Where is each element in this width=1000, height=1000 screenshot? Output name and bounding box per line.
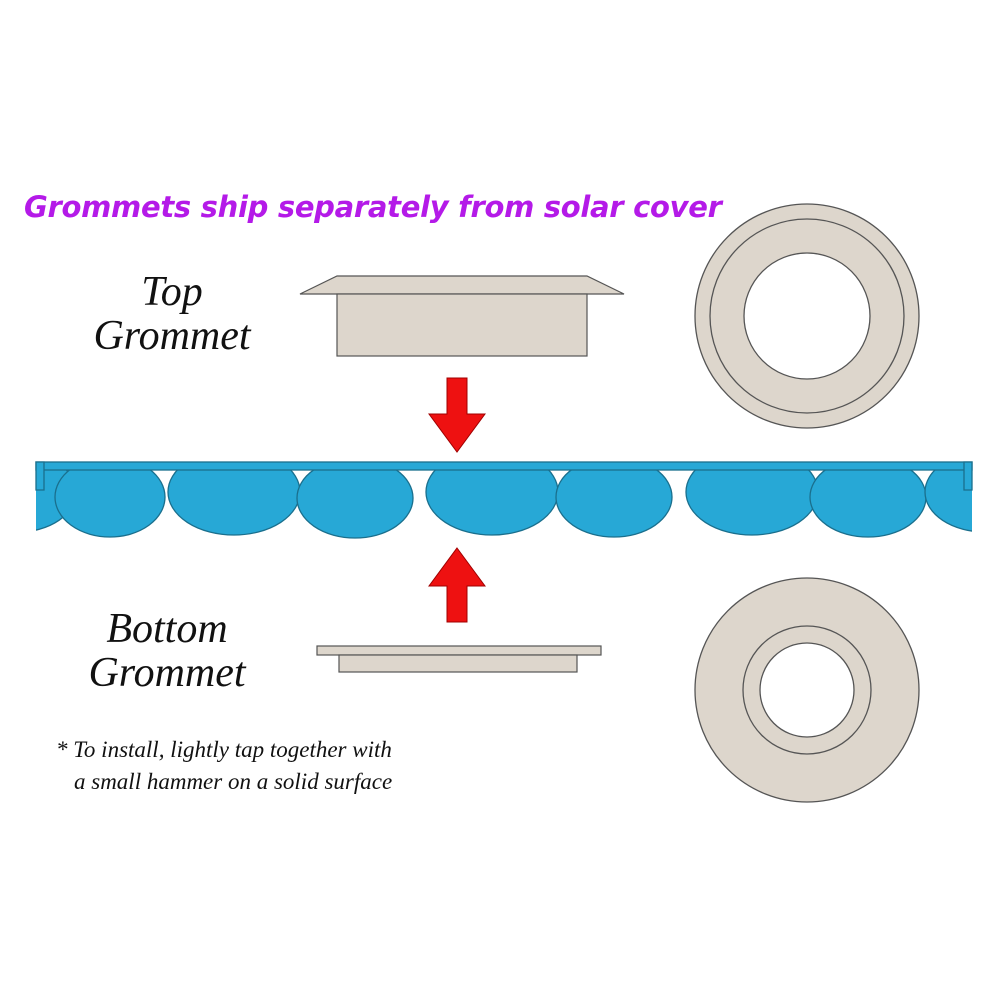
bottom-grommet-ring-view	[694, 577, 920, 803]
arrow-up-icon	[428, 547, 486, 623]
arrow-down-icon	[428, 377, 486, 453]
banner-title: Grommets ship separately from solar cove…	[24, 190, 722, 224]
top-grommet-body	[336, 293, 588, 357]
bottom-grommet-hole	[759, 642, 855, 738]
cover-bubble	[555, 468, 673, 538]
bottom-grommet-label-line2: Grommet	[88, 650, 246, 696]
top-grommet-side-view	[299, 275, 625, 357]
bottom-grommet-side-view	[316, 645, 602, 673]
cover-top-sheet	[35, 461, 973, 471]
top-grommet-ring-view	[694, 203, 920, 429]
top-grommet-flange	[299, 275, 625, 295]
top-grommet-hole	[743, 252, 871, 380]
cover-bubble	[54, 468, 166, 538]
top-grommet-label: Top Grommet	[72, 270, 272, 358]
bottom-grommet-inner-ring-edge	[742, 625, 872, 755]
cover-right-edge	[963, 461, 973, 491]
install-note-line2: a small hammer on a solid surface	[74, 769, 393, 794]
cover-bubble	[296, 468, 414, 539]
top-grommet-label-line2: Grommet	[93, 313, 251, 359]
bottom-grommet-label-line1: Bottom	[106, 606, 228, 652]
top-grommet-label-line1: Top	[141, 269, 203, 315]
top-grommet-inner-ring-edge	[709, 218, 905, 414]
bottom-grommet-body	[338, 654, 578, 673]
install-note-line1: * To install, lightly tap together with	[56, 737, 392, 762]
cover-bubble	[924, 468, 972, 532]
bottom-grommet-flange	[316, 645, 602, 656]
cover-left-edge	[35, 461, 45, 491]
install-note: * To install, lightly tap together with …	[56, 734, 392, 798]
solar-cover	[35, 461, 973, 539]
bottom-grommet-label: Bottom Grommet	[62, 607, 272, 695]
